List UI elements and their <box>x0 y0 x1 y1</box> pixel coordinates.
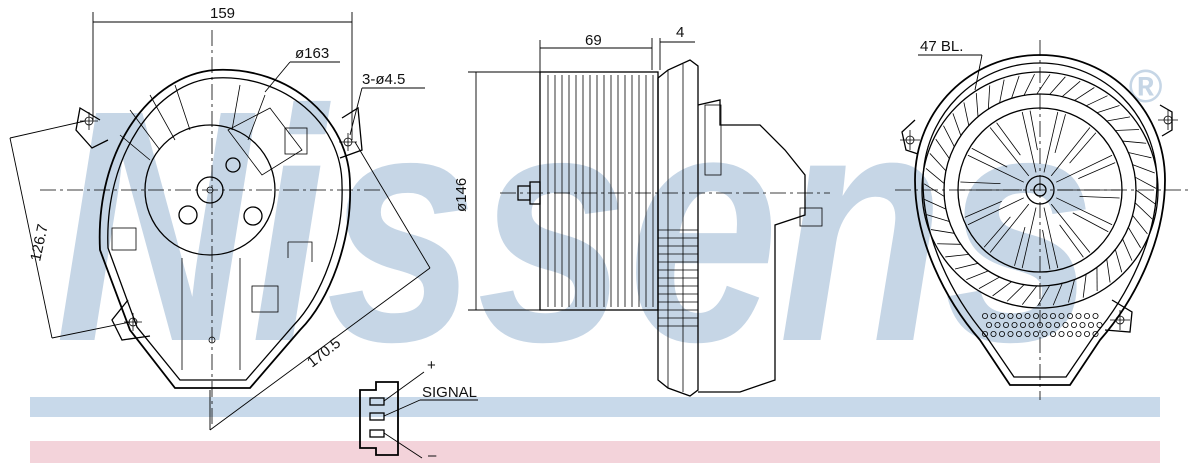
dim-69: 69 <box>585 32 602 49</box>
dim-dia-163: ø163 <box>295 45 329 62</box>
watermark-text: Nissens <box>55 41 1095 410</box>
connector-signal: SIGNAL <box>422 384 477 401</box>
connector-plus: + <box>427 357 436 374</box>
connector-minus: – <box>428 447 437 464</box>
side-dimensions: 69 4 ø146 <box>453 24 695 311</box>
side-view <box>500 59 830 397</box>
dim-4: 4 <box>676 24 684 41</box>
mount-ear-left <box>75 106 109 149</box>
rear-ear-bottom <box>1104 299 1133 333</box>
dim-dia-146: ø146 <box>453 178 470 212</box>
rear-ear-left <box>901 119 919 155</box>
blue-stripe <box>30 397 1160 417</box>
mount-ear-bottom <box>111 299 151 341</box>
front-view <box>40 30 380 425</box>
dim-126-7: 126.7 <box>27 223 51 263</box>
dim-holes: 3-ø4.5 <box>362 71 405 88</box>
pink-stripe <box>30 441 1160 463</box>
blades-label: 47 BL. <box>918 38 983 91</box>
dim-159: 159 <box>210 5 235 22</box>
connector-symbol: + SIGNAL – <box>359 357 478 464</box>
blades-count: 47 BL. <box>920 38 963 55</box>
mount-ear-right <box>339 106 363 159</box>
registered-mark: ® <box>1128 60 1162 112</box>
rear-view <box>895 40 1190 400</box>
